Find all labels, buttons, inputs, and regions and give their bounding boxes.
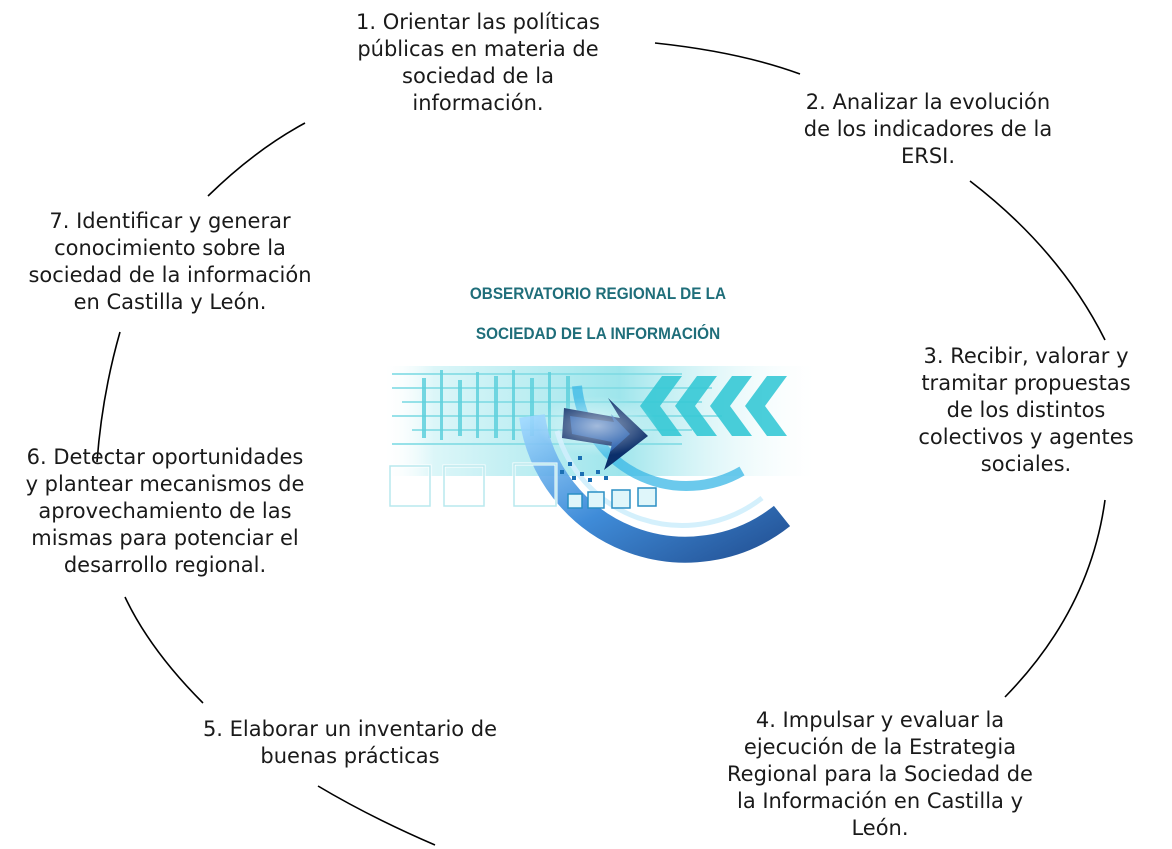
step-5-inventario-practicas: 5. Elaborar un inventario de buenas prác… [202,717,498,768]
connector-5-6 [124,596,204,704]
connector-2-3 [969,180,1106,341]
step-1-orientar-politicas: 1. Orientar las políticas públicas en ma… [356,10,600,115]
connector-7-1 [207,122,306,197]
step-4-impulsar-estrategia: 4. Impulsar y evaluar la ejecución de la… [727,708,1033,840]
step-7-generar-conocimiento: 7. Identificar y generar conocimiento so… [28,209,312,314]
connector-3-4 [1004,499,1106,698]
observatorio-logo: OBSERVATORIO REGIONAL DE LA SOCIEDAD DE … [382,266,814,584]
step-6-detectar-oportunidades: 6. Detectar oportunidades y plantear mec… [25,445,305,577]
logo-title-line-2: SOCIEDAD DE LA INFORMACIÓN [475,324,721,343]
logo-graphic [382,366,814,563]
logo-title-line-1: OBSERVATORIO REGIONAL DE LA [469,284,727,303]
connector-6-7 [96,331,121,463]
connector-1-2 [654,42,801,75]
step-2-analizar-indicadores: 2. Analizar la evolución de los indicado… [803,90,1053,168]
step-3-recibir-propuestas: 3. Recibir, valorar y tramitar propuesta… [918,344,1134,476]
connector-4-5 [317,785,436,846]
